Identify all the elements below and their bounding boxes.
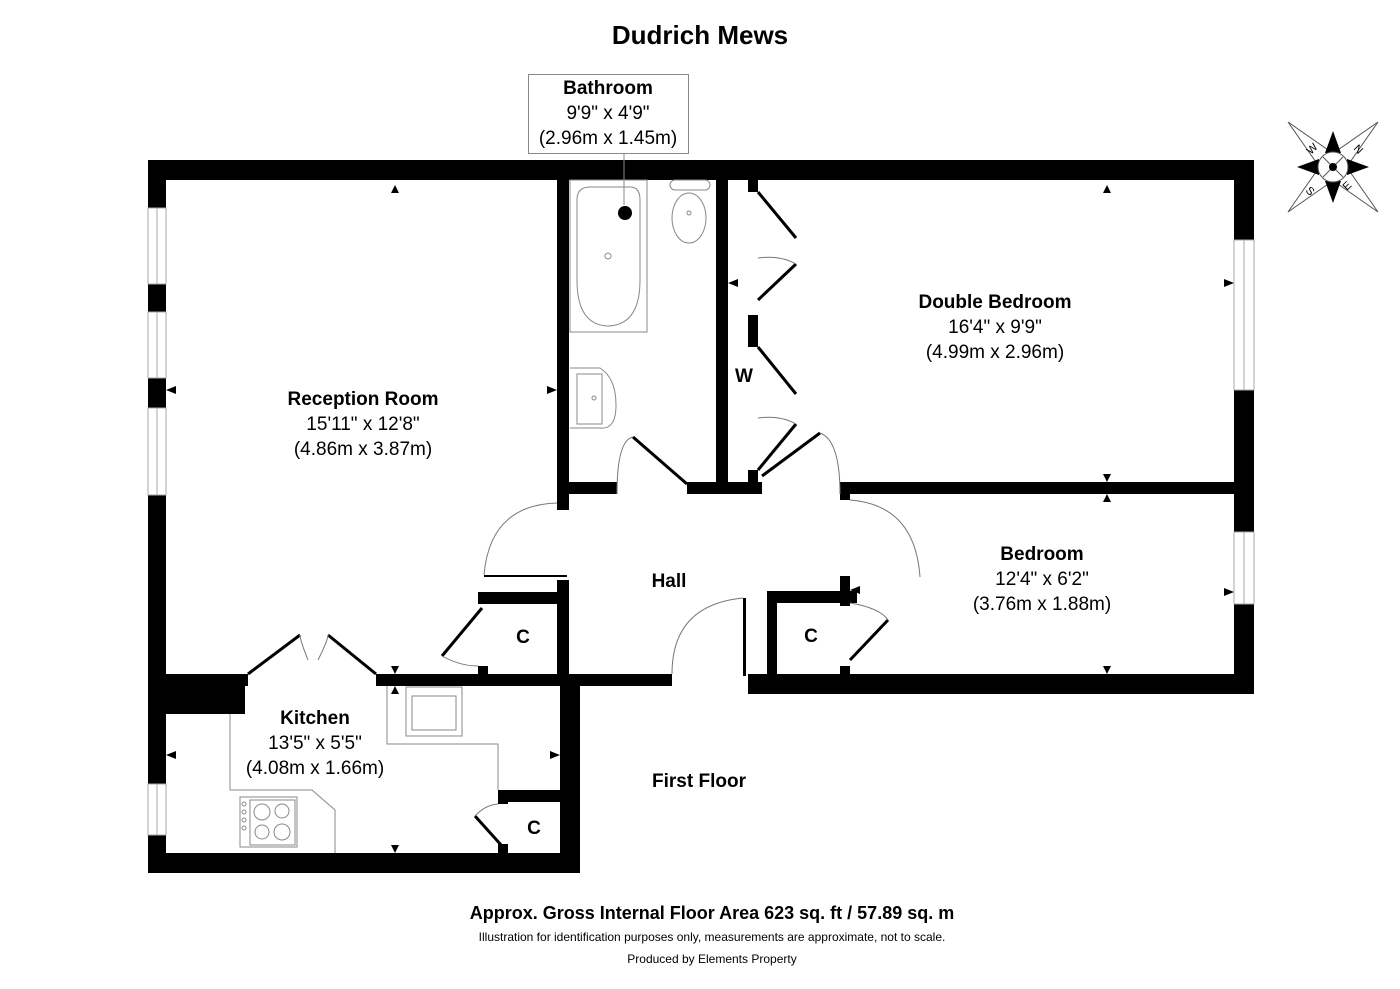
room-label-kitchen: Kitchen 13'5" x 5'5" (4.08m x 1.66m) bbox=[246, 706, 384, 781]
room-metric: (4.86m x 3.87m) bbox=[293, 439, 433, 460]
room-label-reception: Reception Room 15'11" x 12'8" (4.86m x 3… bbox=[288, 387, 439, 462]
windows bbox=[147, 207, 1255, 836]
disclaimer-text: Illustration for identification purposes… bbox=[478, 930, 946, 944]
room-label-double-bedroom: Double Bedroom 16'4" x 9'9" (4.99m x 2.9… bbox=[918, 290, 1071, 365]
room-imperial: 13'5" x 5'5" bbox=[268, 733, 362, 754]
doors bbox=[247, 191, 890, 848]
compass-icon: N E S W bbox=[1287, 121, 1379, 213]
room-imperial: 12'4" x 6'2" bbox=[995, 569, 1089, 590]
credit-text: Produced by Elements Property bbox=[627, 952, 797, 966]
room-metric: (3.76m x 1.88m) bbox=[972, 594, 1112, 615]
kitchen-fixtures bbox=[229, 686, 499, 853]
room-imperial: 16'4" x 9'9" bbox=[948, 317, 1042, 338]
floor-area-text: Approx. Gross Internal Floor Area 623 sq… bbox=[469, 903, 955, 923]
room-name: Double Bedroom bbox=[918, 292, 1072, 313]
room-label-cupboard: C bbox=[516, 627, 530, 648]
bathroom-label-box bbox=[528, 74, 689, 154]
door-swings bbox=[299, 256, 921, 817]
dimension-markers bbox=[166, 185, 1234, 853]
walls bbox=[148, 160, 1254, 873]
room-label-wardrobe: W bbox=[735, 366, 753, 387]
bathroom-fixtures bbox=[569, 179, 711, 429]
room-label-bathroom: Bathroom 9'9" x 4'9" (2.96m x 1.45m) bbox=[539, 76, 677, 151]
room-name: Reception Room bbox=[287, 389, 439, 410]
room-label-bedroom: Bedroom 12'4" x 6'2" (3.76m x 1.88m) bbox=[973, 542, 1111, 617]
room-name: Bedroom bbox=[1000, 544, 1084, 565]
room-label-cupboard: C bbox=[527, 818, 541, 839]
room-name: Kitchen bbox=[280, 708, 350, 729]
room-label-cupboard: C bbox=[804, 626, 818, 647]
room-metric: (2.96m x 1.45m) bbox=[538, 128, 678, 149]
room-label-hall: Hall bbox=[651, 571, 687, 592]
room-imperial: 9'9" x 4'9" bbox=[566, 103, 650, 124]
room-name: Bathroom bbox=[563, 78, 653, 99]
floor-label: First Floor bbox=[652, 771, 746, 792]
room-metric: (4.08m x 1.66m) bbox=[245, 758, 385, 779]
plan-title: Dudrich Mews bbox=[611, 20, 789, 50]
room-metric: (4.99m x 2.96m) bbox=[925, 342, 1065, 363]
room-imperial: 15'11" x 12'8" bbox=[306, 414, 420, 435]
bath-drain-icon bbox=[618, 206, 632, 220]
